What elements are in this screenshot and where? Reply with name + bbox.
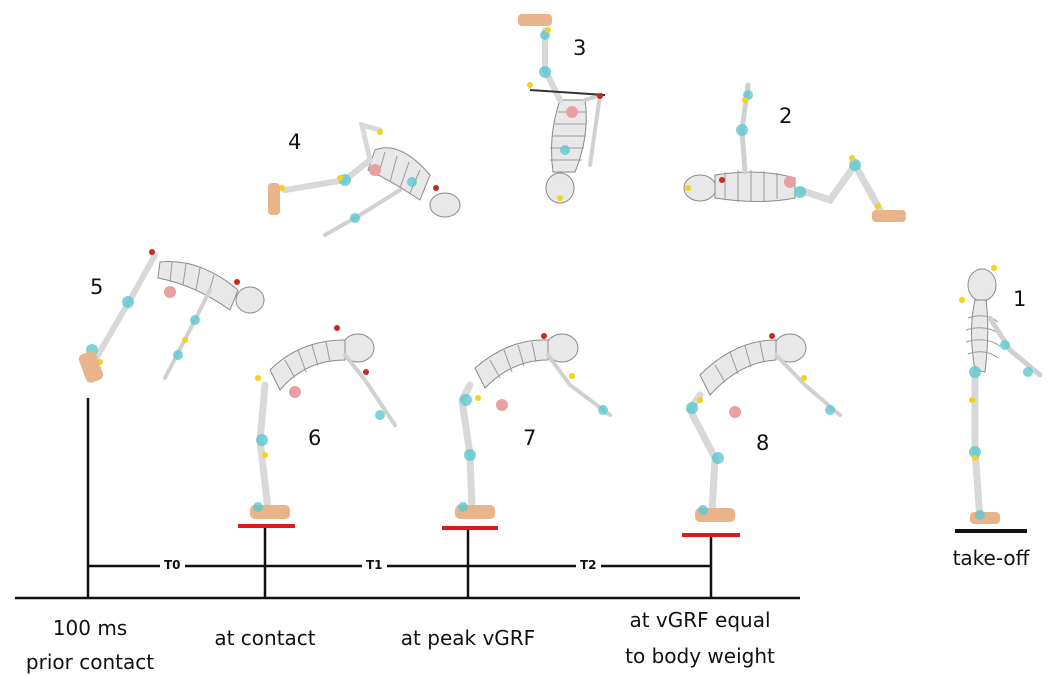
- skeleton-phase-4: [268, 121, 461, 237]
- skeleton-phase-5: [78, 249, 265, 383]
- phase-number-7: 7: [523, 426, 537, 450]
- label-peak: at peak vGRF: [400, 626, 536, 650]
- phase-number-1: 1: [1013, 287, 1027, 311]
- interval-label-t1: T1: [362, 558, 387, 572]
- skeleton-phase-2: [683, 82, 906, 222]
- phase-number-4: 4: [288, 130, 302, 154]
- skeleton-phase-8: [682, 333, 842, 537]
- skeleton-phase-3: [518, 14, 606, 204]
- label-prior-contact-line1: 100 ms: [52, 616, 128, 640]
- phase-number-6: 6: [308, 426, 322, 450]
- label-contact: at contact: [214, 626, 316, 650]
- timeline: [15, 398, 800, 600]
- label-equal-line2: to body weight: [625, 644, 775, 668]
- interval-label-t0: T0: [160, 558, 185, 572]
- skeleton-phase-1: [955, 265, 1043, 533]
- skeleton-phase-6: [238, 325, 397, 528]
- phase-number-3: 3: [573, 36, 587, 60]
- interval-label-t2: T2: [576, 558, 601, 572]
- phase-number-5: 5: [90, 275, 104, 299]
- label-equal-line1: at vGRF equal: [629, 608, 771, 632]
- label-takeoff: take-off: [952, 546, 1030, 570]
- phase-number-2: 2: [779, 104, 793, 128]
- skeleton-phase-7: [442, 333, 612, 530]
- label-prior-contact-line2: prior contact: [25, 650, 155, 674]
- phase-number-8: 8: [756, 431, 770, 455]
